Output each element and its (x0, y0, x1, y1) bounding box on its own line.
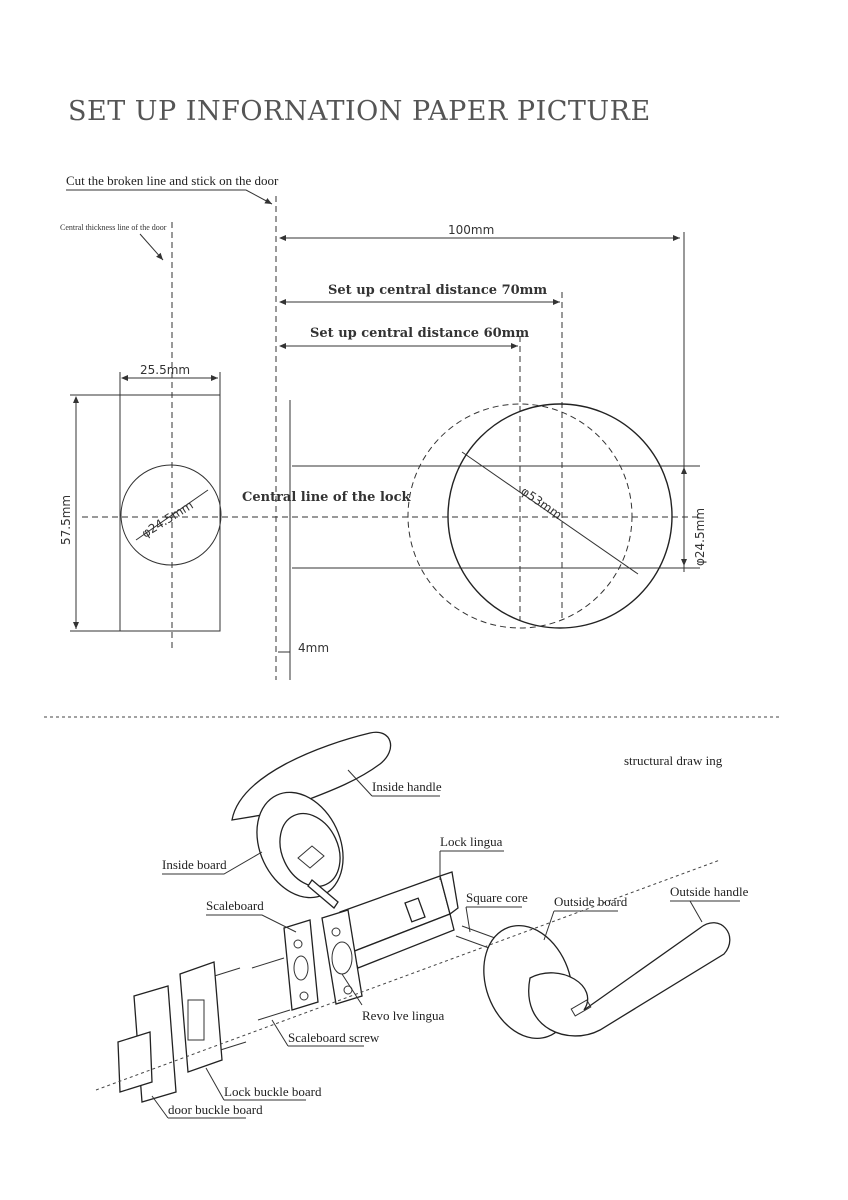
revolve-lingua-label: Revo lve lingua (362, 1008, 445, 1023)
square-core-label: Square core (466, 890, 528, 905)
outside-handle-leader (670, 900, 740, 923)
lock-lingua-leader (439, 850, 504, 880)
door-buckle-box (117, 1031, 153, 1093)
lock-lingua-shape (439, 871, 459, 916)
door-template: Cut the broken line and stick on the doo… (59, 173, 707, 680)
dim-25-5-label: 25.5mm (140, 363, 190, 377)
lock-buckle-leader (205, 1067, 306, 1101)
dim-57-5-label: 57.5mm (59, 495, 73, 545)
inside-square-hole (297, 845, 325, 869)
bore-diameter-line (461, 451, 639, 575)
inside-handle-label: Inside handle (372, 779, 442, 794)
center-line-label: Central line of the lock (242, 490, 412, 505)
edge-bore-circle (120, 464, 222, 566)
thickness-line-label: Central thickness line of the door (60, 223, 167, 232)
assembly-axis (95, 859, 721, 1091)
inside-handle-leader (347, 769, 373, 797)
edge-view-rect (119, 394, 221, 632)
bore-circle-70 (447, 403, 673, 629)
scaleboard-leader (206, 914, 297, 933)
cut-leader (66, 189, 273, 205)
dia-24-5-right-label: φ24.5mm (693, 508, 707, 566)
faceplate-hole-top (331, 927, 341, 937)
door-buckle-board-label: door buckle board (168, 1102, 263, 1117)
dim-100-label: 100mm (448, 223, 494, 237)
outside-handle-label: Outside handle (670, 884, 749, 899)
dim-4-label: 4mm (298, 641, 329, 655)
dim-70-label: Set up central distance 70mm (328, 283, 547, 298)
scaleboard-hole-bottom (299, 991, 309, 1001)
structural-drawing: structural draw ing (95, 731, 749, 1119)
inside-board-label: Inside board (162, 857, 227, 872)
bore-circle-60 (407, 403, 633, 629)
lock-lingua-label: Lock lingua (440, 834, 503, 849)
square-core-leader (465, 906, 522, 933)
structural-heading: structural draw ing (624, 753, 723, 768)
scaleboard-screw-label: Scaleboard screw (288, 1030, 380, 1045)
scaleboard-shape (283, 919, 319, 1011)
scaleboard-slot (293, 955, 309, 981)
outside-board-label: Outside board (554, 894, 628, 909)
revolve-lingua-leader (341, 973, 363, 1006)
dim-60-label: Set up central distance 60mm (310, 326, 529, 341)
inside-board-inner (279, 812, 341, 888)
bore-dia-label: φ53mm (518, 484, 564, 522)
outside-handle-shape (528, 922, 731, 1037)
screw-2 (257, 1009, 291, 1021)
outside-keyhole (570, 999, 592, 1017)
edge-bore-diameter (135, 489, 209, 541)
inside-board-leader (162, 851, 263, 875)
lock-buckle-board-label: Lock buckle board (224, 1084, 322, 1099)
lock-buckle-board-shape (179, 961, 223, 1073)
scaleboard-label: Scaleboard (206, 898, 264, 913)
screw-1 (251, 957, 285, 969)
outside-board-leader (543, 910, 618, 941)
page-title: SET UP INFORNATION PAPER PICTURE (68, 96, 651, 127)
inside-spindle-bar (307, 879, 339, 909)
edge-bore-dia-label: φ24.5mm (139, 498, 196, 541)
latch-square-hole (404, 897, 426, 923)
scaleboard-hole-top (293, 939, 303, 949)
cut-instruction-label: Cut the broken line and stick on the doo… (66, 173, 279, 188)
thickness-leader (139, 233, 164, 261)
lock-buckle-slot (187, 999, 205, 1041)
door-buckle-leader (151, 1095, 246, 1119)
scaleboard-screw-leader (271, 1019, 364, 1047)
